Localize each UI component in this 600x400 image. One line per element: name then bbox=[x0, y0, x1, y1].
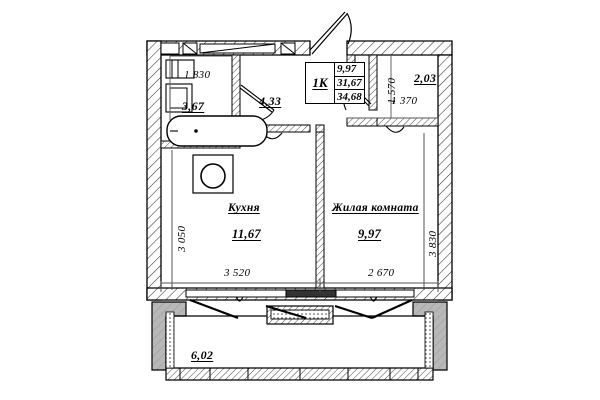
balcony-area-label: 6,02 bbox=[191, 348, 214, 362]
living-room-name-label: Жилая комната bbox=[332, 202, 419, 214]
apartment-type-label: 1К bbox=[312, 75, 328, 90]
kitchen-area-label: 11,67 bbox=[232, 227, 261, 241]
bathroom-area-label: 3,67 bbox=[182, 99, 205, 113]
living-room-area-label: 9,97 bbox=[358, 227, 382, 241]
info-box-type-cell: 1К bbox=[306, 63, 335, 103]
bathroom-fixtures bbox=[165, 59, 268, 194]
top-window-band bbox=[160, 42, 296, 55]
apartment-info-box: 1К 9,97 31,67 34,68 bbox=[305, 62, 365, 104]
entry-closet-area-label: 2,03 bbox=[414, 71, 437, 85]
hall-area-label: 4,33 bbox=[259, 94, 282, 108]
dimension-hall-entry-width: 1 370 bbox=[391, 95, 418, 107]
dimension-entry-height: 1 570 bbox=[386, 77, 398, 104]
dimension-kitchen-width: 3 520 bbox=[224, 267, 251, 279]
area-without-balcony-value: 31,67 bbox=[335, 77, 364, 91]
info-box-values: 9,97 31,67 34,68 bbox=[335, 63, 364, 103]
dimension-bathroom-width: 1 830 bbox=[184, 69, 211, 81]
dimension-living-room-width: 2 670 bbox=[368, 267, 395, 279]
total-area-value: 34,68 bbox=[337, 90, 362, 103]
living-area-value: 9,97 bbox=[335, 63, 364, 77]
dimension-left-height: 3 050 bbox=[176, 225, 188, 252]
dimension-lines bbox=[160, 55, 439, 292]
bottom-windows bbox=[185, 289, 415, 298]
entrance-door-top bbox=[309, 11, 352, 55]
balcony-structure bbox=[151, 295, 448, 381]
kitchen-name-label: Кухня bbox=[228, 202, 260, 214]
dimension-right-height: 3 830 bbox=[427, 230, 439, 257]
